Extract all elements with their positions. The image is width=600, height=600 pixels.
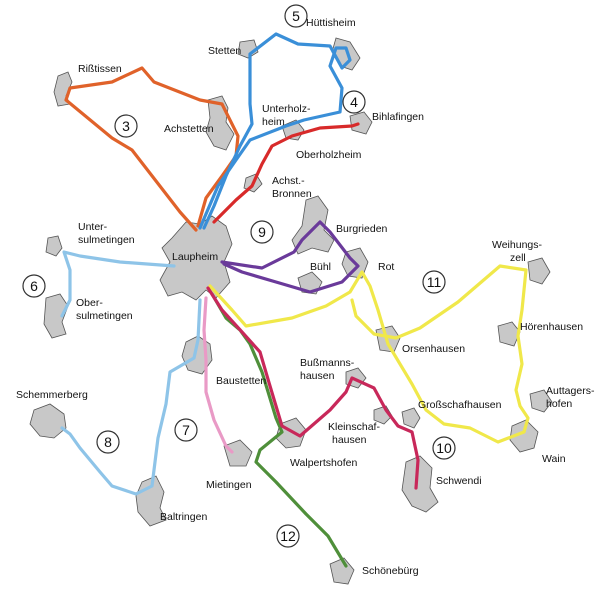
routes [60, 32, 530, 568]
route-3-marker: 3 [114, 114, 138, 138]
route-12-number: 12 [280, 528, 296, 544]
route-9-line [220, 220, 360, 294]
route-11-marker: 11 [422, 270, 446, 294]
label-baltringen: Baltringen [160, 511, 207, 523]
label-oberholzheim: Oberholzheim [296, 149, 362, 161]
label-buehl: Bühl [310, 261, 331, 273]
town-obersulmetingen-shape [43, 293, 69, 339]
town-grossschafhausen-shape [401, 407, 421, 429]
label-risstissen: Rißtissen [78, 63, 122, 75]
town-mietingen-shape [223, 439, 253, 467]
label-schemmerberg: Schemmerberg [16, 389, 88, 401]
route-5-number: 5 [292, 8, 300, 24]
label-mietingen: Mietingen [206, 479, 252, 491]
route-4-number: 4 [350, 94, 358, 110]
label-untersulmetingen-2: sulmetingen [78, 234, 135, 246]
label-obersulmetingen-2: sulmetingen [76, 310, 133, 322]
town-auttagershofen-shape [529, 389, 553, 413]
route-10-marker: 10 [432, 436, 456, 460]
label-unterholzheim-2: heim [262, 116, 285, 128]
label-auttagershofen-2: hofen [546, 398, 572, 410]
route-10-line [206, 286, 420, 490]
route-7-marker: 7 [174, 418, 198, 442]
route-10-number: 10 [436, 440, 452, 456]
town-achstetten-shape [205, 95, 235, 151]
label-schoenebuerg: Schönebürg [362, 565, 419, 577]
route-5-line [198, 32, 352, 230]
route-11-line [208, 264, 530, 444]
route-8-line [60, 298, 202, 496]
label-baustetten: Baustetten [216, 375, 266, 387]
label-rot: Rot [378, 261, 394, 273]
label-orsenhausen: Orsenhausen [402, 343, 465, 355]
label-weihungszell-2: zell [510, 252, 526, 264]
route-number-markers: 3 4 5 6 7 8 9 10 [22, 4, 456, 548]
label-schwendi: Schwendi [436, 475, 482, 487]
label-walpertshofen: Walpertshofen [290, 457, 357, 469]
route-5-marker: 5 [284, 4, 308, 28]
route-3-line [64, 66, 240, 232]
route-3-number: 3 [122, 118, 130, 134]
label-achst-bronnen-1: Achst.- [272, 175, 305, 187]
label-auttagershofen-1: Auttagers- [546, 385, 595, 397]
label-obersulmetingen-1: Ober- [76, 297, 103, 309]
label-hoerenhausen: Hörenhausen [520, 321, 583, 333]
town-bihlafingen-shape [349, 111, 373, 135]
town-schemmerberg-shape [29, 403, 67, 439]
route-9-number: 9 [258, 224, 266, 240]
route-11-number: 11 [427, 274, 442, 290]
route-6-line [60, 250, 176, 318]
label-grossschafhausen: Großschafhausen [418, 399, 502, 411]
label-wain: Wain [542, 453, 566, 465]
label-kleinschafhausen-1: Kleinschaf- [328, 421, 380, 433]
route-9-marker: 9 [250, 220, 274, 244]
route-7-line [202, 296, 234, 454]
label-bussmannshausen-2: hausen [300, 370, 335, 382]
label-stetten: Stetten [208, 45, 241, 57]
label-kleinschafhausen-2: hausen [332, 434, 367, 446]
label-achstetten: Achstetten [164, 123, 214, 135]
town-weihungszell-shape [527, 257, 551, 285]
town-untersulmetingen-shape [45, 235, 63, 257]
label-burgrieden: Burgrieden [336, 223, 388, 235]
town-schwendi-shape [401, 455, 439, 513]
label-laupheim: Laupheim [172, 251, 218, 263]
route-6-number: 6 [30, 278, 38, 294]
label-bihlafingen: Bihlafingen [372, 111, 424, 123]
route-12-marker: 12 [276, 524, 300, 548]
label-weihungszell-1: Weihungs- [492, 239, 543, 251]
route-4-marker: 4 [342, 90, 366, 114]
label-untersulmetingen-1: Unter- [78, 221, 108, 233]
label-unterholzheim-1: Unterholz- [262, 103, 311, 115]
label-bussmannshausen-1: Bußmanns- [300, 357, 355, 369]
route-4-line [212, 122, 360, 224]
label-huettisheim: Hüttisheim [306, 17, 356, 29]
route-6-marker: 6 [22, 274, 46, 298]
town-labels: Rißtissen Achstetten Stetten Hüttisheim … [16, 17, 595, 577]
label-achst-bronnen-2: Bronnen [272, 188, 312, 200]
route-7-number: 7 [182, 422, 190, 438]
route-8-number: 8 [104, 434, 112, 450]
route-8-marker: 8 [96, 430, 120, 454]
